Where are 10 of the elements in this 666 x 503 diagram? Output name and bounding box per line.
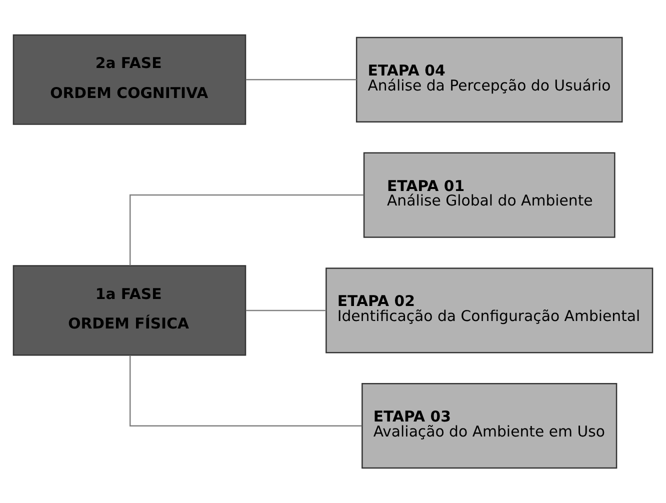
node-box: ETAPA 03 Avaliação do Ambiente em Uso bbox=[362, 383, 618, 469]
node-box: 2a FASE ORDEM COGNITIVA bbox=[12, 34, 246, 125]
connector bbox=[130, 194, 364, 266]
connector bbox=[246, 79, 357, 80]
connector bbox=[130, 355, 362, 426]
node-box: ETAPA 01 Análise Global do Ambiente bbox=[363, 152, 616, 238]
node-box: 1a FASE ORDEM FÍSICA bbox=[12, 265, 246, 356]
node-box: ETAPA 04 Análise da Percepção do Usuário bbox=[356, 36, 623, 122]
node-box: ETAPA 02 Identificação da Configuração Ambiental bbox=[326, 268, 654, 354]
connector bbox=[246, 310, 326, 312]
